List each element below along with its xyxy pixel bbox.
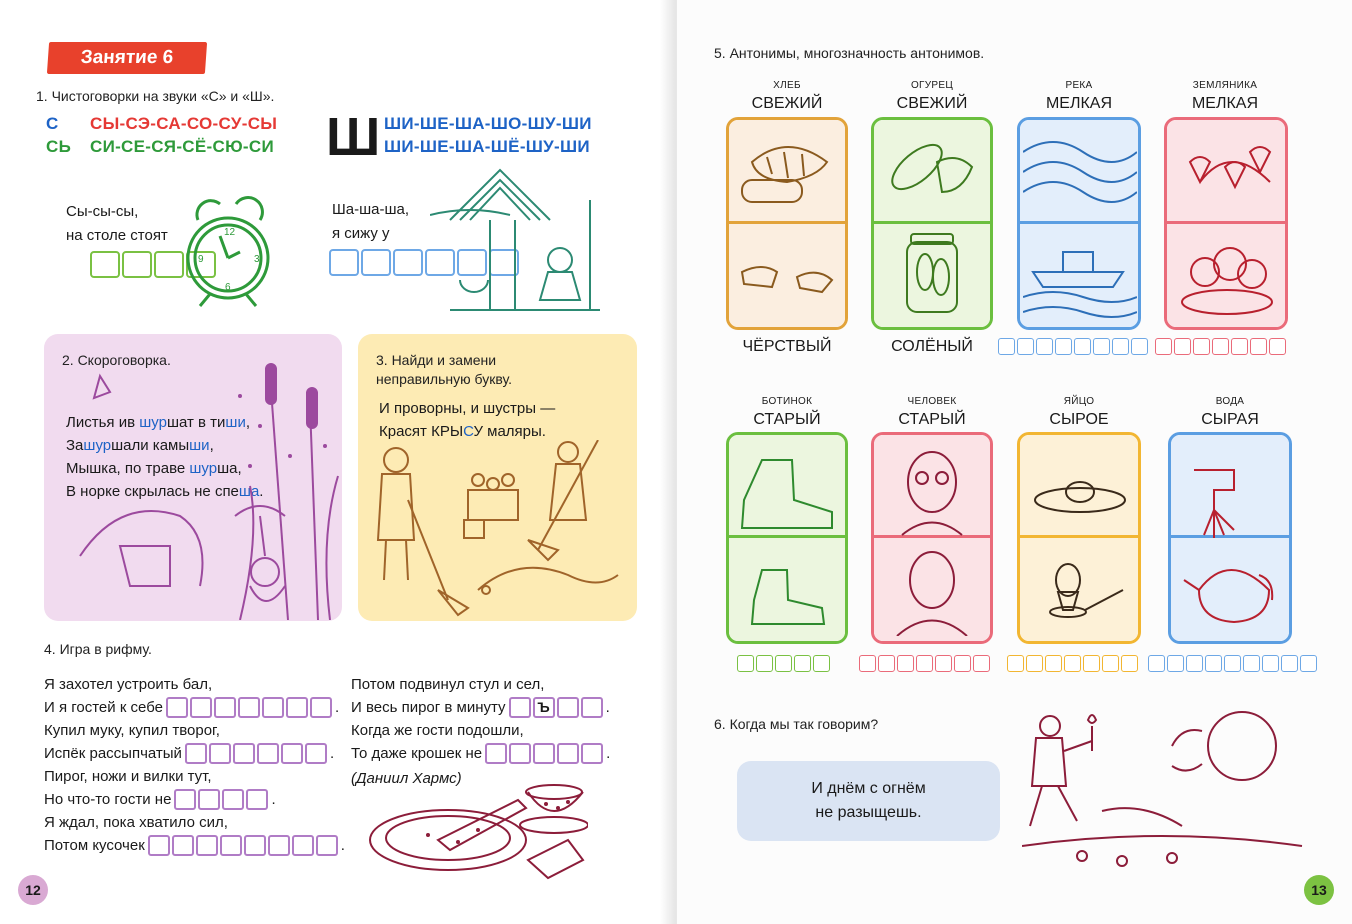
page-number-12: 12	[18, 875, 48, 905]
noun-label: ХЛЕБ	[773, 80, 801, 91]
svg-text:3: 3	[254, 254, 260, 265]
noun-label: БОТИНОК	[761, 396, 813, 407]
old-man-illustration	[896, 451, 968, 636]
adjective-label: СЫРАЯ	[1201, 411, 1259, 428]
cake-and-teacup-illustration	[369, 784, 588, 880]
answer-boxes-strawberry[interactable]	[1155, 338, 1286, 355]
page-number-13: 13	[1304, 875, 1334, 905]
bread-illustration	[740, 146, 834, 294]
svg-text:6: 6	[225, 282, 231, 293]
water-tap-illustration	[1183, 469, 1274, 624]
river-illustration	[1023, 141, 1137, 318]
big-letter-sh: Ш	[326, 107, 381, 167]
adjective-label: СТАРЫЙ	[898, 411, 966, 428]
svg-text:9: 9	[198, 254, 204, 265]
page-13: 5. Антонимы, многозначность антонимов. Х…	[677, 0, 1352, 924]
cattails-and-mouse-illustration	[79, 363, 339, 620]
strawberry-illustration	[1181, 146, 1273, 315]
answer-boxes-boot[interactable]	[737, 655, 830, 672]
twister-line: В норке скрылась не спеша.	[66, 483, 264, 500]
old-boot-illustration	[740, 459, 833, 625]
answer-boxes-egg[interactable]	[1007, 655, 1138, 672]
answer-boxes-water[interactable]	[1148, 655, 1317, 672]
task2-panel	[44, 334, 342, 621]
tongue-twister: Листья ив шуршат в тиши, Зашуршали камыш…	[66, 411, 263, 503]
noun-label: ОГУРЕЦ	[910, 80, 954, 91]
sh-row-2: ШИ-ШЕ-ША-ШЁ-ШУ-ШИ	[384, 137, 590, 156]
twister-line: Мышка, по траве шурша,	[66, 460, 242, 477]
verse-2: Ша-ша-ша, я сижу у	[332, 201, 409, 242]
sh-row-1: ШИ-ШЕ-ША-ШО-ШУ-ШИ	[384, 114, 592, 133]
noun-label: ЗЕМЛЯНИКА	[1192, 80, 1258, 91]
adjective-label: СЫРОЕ	[1049, 411, 1109, 428]
wrong-letter[interactable]: С	[463, 423, 474, 440]
answer-boxes-col1-1[interactable]	[165, 697, 332, 718]
answer-boxes-person[interactable]	[859, 655, 990, 672]
saying-box: И днём с огнём не разыщешь.	[737, 761, 1000, 841]
noun-label: ЧЕЛОВЕК	[907, 396, 957, 407]
author: (Даниил Хармс)	[351, 770, 462, 787]
card-bread	[726, 117, 848, 330]
cucumber-illustration	[891, 143, 974, 313]
card-boot	[726, 432, 848, 644]
svg-text:12: 12	[224, 227, 236, 238]
alarm-clock-illustration: 12 3 6 9	[186, 196, 270, 307]
task3-title: 3. Найди и замени неправильную букву.	[376, 352, 512, 387]
answer-boxes-col2-1[interactable]: Ъ	[508, 697, 603, 718]
answer-boxes-col1-5[interactable]	[174, 789, 269, 810]
task6-title: 6. Когда мы так говорим?	[714, 716, 879, 732]
boy-with-candle-and-sun-illustration	[1022, 711, 1303, 867]
adjective-label: СВЕЖИЙ	[896, 95, 968, 112]
verse-1: Сы-сы-сы, на столе стоят	[66, 203, 168, 244]
task3-panel	[358, 334, 637, 621]
rhyme-col2: Потом подвинул стул и сел, И весь пирог …	[351, 673, 610, 790]
hut-with-boy-illustration	[430, 168, 600, 311]
adjective-label: МЕЛКАЯ	[1191, 95, 1259, 112]
answer-boxes-col1-7[interactable]	[147, 835, 338, 856]
noun-label: ВОДА	[1215, 396, 1245, 407]
task2-title: 2. Скороговорка.	[62, 352, 171, 368]
answer-boxes-river[interactable]	[998, 338, 1148, 355]
noun-label: РЕКА	[1065, 80, 1093, 91]
page-12: Занятие 6 1. Чистоговорки на звуки «С» и…	[0, 0, 676, 924]
adjective-label: СВЕЖИЙ	[751, 95, 823, 112]
lesson-badge: Занятие 6	[46, 42, 208, 74]
answer-word: СОЛЁНЫЙ	[891, 338, 973, 355]
card-egg	[1017, 432, 1141, 644]
answer-word: ЧЁРСТВЫЙ	[742, 338, 832, 355]
answer-boxes-col2-3[interactable]	[485, 743, 604, 764]
noun-label: ЯЙЦО	[1063, 396, 1095, 407]
twister-line: Зашуршали камыши,	[66, 437, 214, 454]
adjective-label: МЕЛКАЯ	[1045, 95, 1113, 112]
card-river	[1017, 117, 1141, 330]
task4-title: 4. Игра в рифму.	[44, 641, 152, 657]
rhyme-col1: Я захотел устроить бал, И я гостей к себ…	[44, 676, 345, 856]
card-strawberry	[1164, 117, 1288, 330]
task5-title: 5. Антонимы, многозначность антонимов.	[714, 45, 985, 61]
twister-line: Листья ив шуршат в тиши,	[66, 414, 251, 431]
egg-in-nest-illustration	[1034, 481, 1126, 618]
task1-title: 1. Чистоговорки на звуки «С» и «Ш».	[36, 88, 275, 104]
card-water	[1168, 432, 1292, 644]
painters-and-rat-illustration	[376, 440, 619, 617]
answer-boxes-verse2[interactable]	[329, 249, 519, 276]
adjective-label: СТАРЫЙ	[753, 411, 821, 428]
task3-verse: И проворны, и шустры — Красят КРЫСУ маля…	[379, 400, 556, 440]
answer-boxes-col1-3[interactable]	[184, 743, 327, 764]
